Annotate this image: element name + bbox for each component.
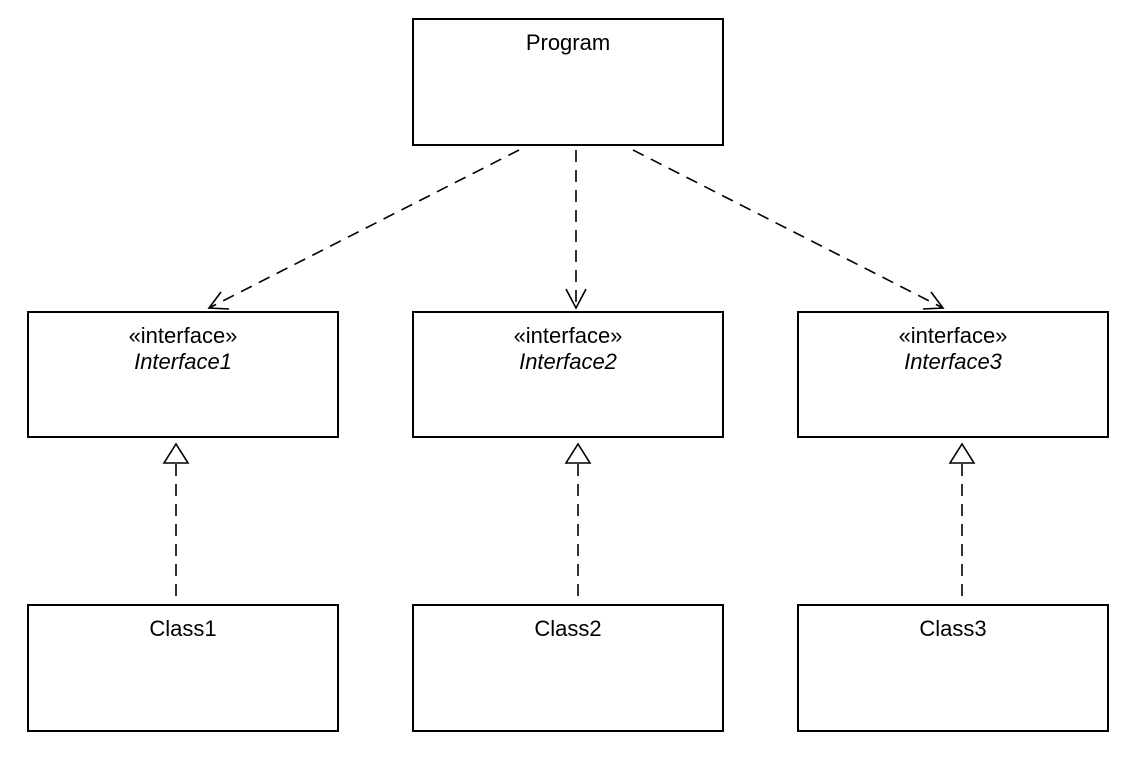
dependency-program-interface2 xyxy=(565,150,587,310)
interface3-name: Interface3 xyxy=(904,349,1002,374)
realization-class3-interface3 xyxy=(948,442,976,602)
open-arrowhead-icon xyxy=(922,291,945,310)
open-arrowhead-icon xyxy=(207,291,230,310)
interface1-stereotype: «interface» xyxy=(128,323,238,348)
class2-name: Class2 xyxy=(534,616,602,641)
interface3-stereotype: «interface» xyxy=(898,323,1008,348)
interface2-stereotype: «interface» xyxy=(513,323,623,348)
class2-box[interactable]: Class2 xyxy=(412,604,724,732)
hollow-triangle-icon xyxy=(948,442,976,464)
dependency-program-interface1 xyxy=(207,149,520,310)
program-class-name: Program xyxy=(525,30,611,55)
class1-name: Class1 xyxy=(149,616,217,641)
hollow-triangle-icon xyxy=(162,442,190,464)
class3-box[interactable]: Class3 xyxy=(797,604,1109,732)
interface1-name: Interface1 xyxy=(134,349,232,374)
realization-class1-interface1 xyxy=(162,442,190,602)
interface3-box[interactable]: «interface» Interface3 xyxy=(797,311,1109,438)
interface2-name: Interface2 xyxy=(519,349,617,374)
hollow-triangle-icon xyxy=(564,442,592,464)
class1-box[interactable]: Class1 xyxy=(27,604,339,732)
interface2-box[interactable]: «interface» Interface2 xyxy=(412,311,724,438)
realization-class2-interface2 xyxy=(564,442,592,602)
class3-name: Class3 xyxy=(919,616,987,641)
dependency-program-interface3 xyxy=(632,149,945,310)
program-class-box[interactable]: Program xyxy=(412,18,724,146)
open-arrowhead-icon xyxy=(565,288,587,310)
interface1-box[interactable]: «interface» Interface1 xyxy=(27,311,339,438)
